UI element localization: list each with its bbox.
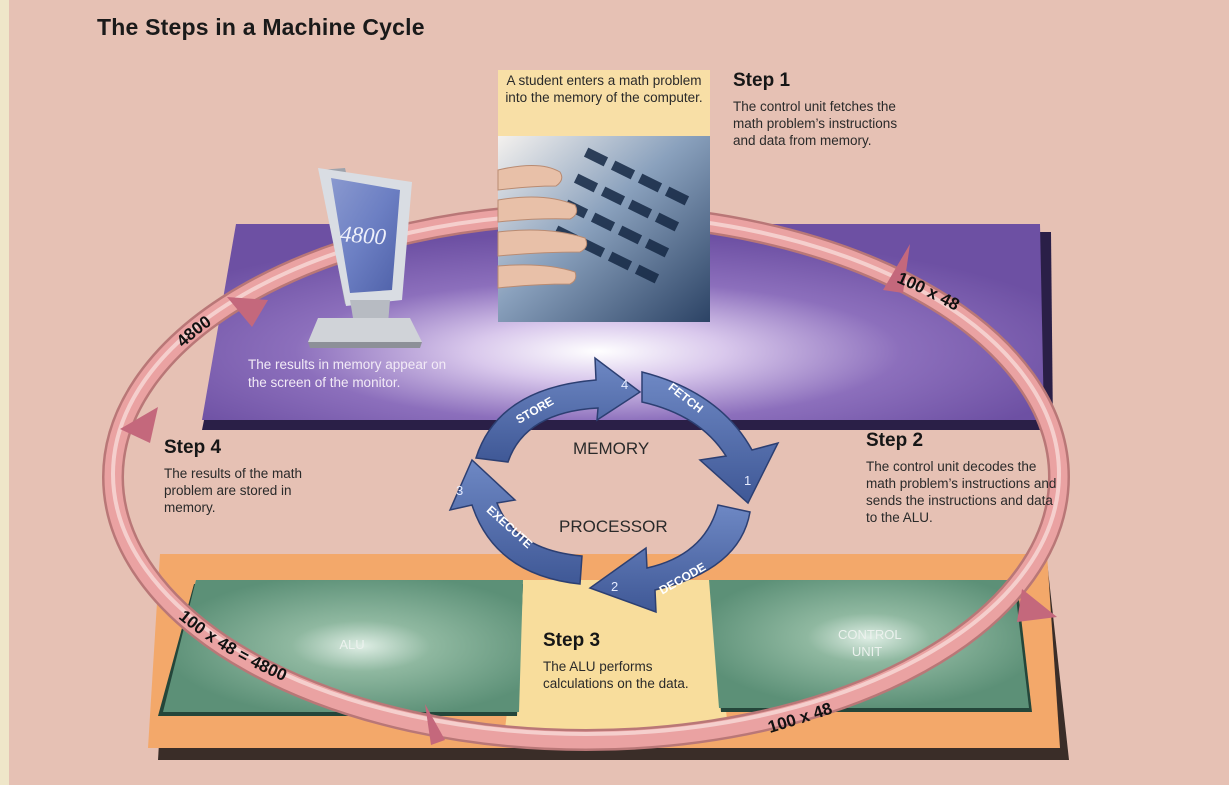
ring-direction-arrows xyxy=(120,244,1057,745)
decode-number: 2 xyxy=(611,579,618,594)
cycle-step-numbers: 1 2 3 4 xyxy=(456,377,751,594)
fetch-arrow xyxy=(641,371,780,505)
left-margin xyxy=(0,0,9,785)
execute-arrow xyxy=(448,458,583,585)
keyboard-caption: A student enters a math problem into the… xyxy=(498,70,710,136)
decode-arrow xyxy=(588,504,751,614)
alu-chip xyxy=(158,580,523,716)
step-1-text: The control unit fetches the math proble… xyxy=(733,99,898,148)
monitor xyxy=(308,168,422,348)
processor-label: PROCESSOR xyxy=(559,517,668,536)
cycle-arrows xyxy=(448,356,780,614)
step-2-heading: Step 2 xyxy=(866,430,924,451)
execute-number: 3 xyxy=(456,483,463,498)
monitor-note: The results in memory appear on the scre… xyxy=(248,357,447,390)
step-4-text: The results of the math problem are stor… xyxy=(164,466,303,515)
step-3-heading: Step 3 xyxy=(543,630,601,651)
memory-label: MEMORY xyxy=(573,439,650,458)
alu-label: ALU xyxy=(339,637,365,652)
diagram-title: The Steps in a Machine Cycle xyxy=(97,14,425,40)
store-number: 4 xyxy=(621,377,628,392)
control-unit-label: CONTROL UNIT xyxy=(838,627,902,659)
step-1-heading: Step 1 xyxy=(733,70,791,91)
step-4-heading: Step 4 xyxy=(164,437,222,458)
monitor-value: 4800 xyxy=(339,221,387,249)
control-unit-chip xyxy=(709,580,1032,712)
fetch-number: 1 xyxy=(744,473,751,488)
step-2-text: The control unit decodes the math proble… xyxy=(866,459,1057,525)
store-arrow xyxy=(475,356,642,463)
step-3-text: The ALU performs calculations on the dat… xyxy=(543,659,689,691)
keyboard-photo xyxy=(497,136,710,322)
